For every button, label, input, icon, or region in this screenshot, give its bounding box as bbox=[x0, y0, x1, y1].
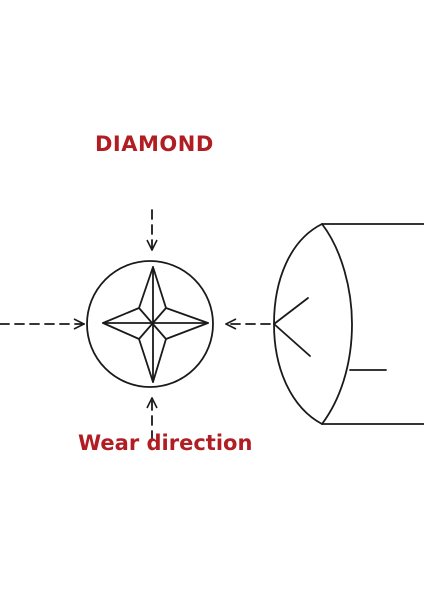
grit-circle bbox=[86, 260, 214, 388]
force-arrows bbox=[0, 209, 271, 441]
diamond-inner-facets bbox=[102, 266, 209, 383]
diamond-crystal-outline bbox=[102, 266, 209, 383]
diagram-caption: Wear direction bbox=[78, 431, 253, 455]
diagram-title: DIAMOND bbox=[95, 132, 214, 156]
tool-body bbox=[273, 223, 424, 425]
tool-face-curve bbox=[273, 223, 323, 425]
tool-face-inner-curve bbox=[321, 223, 353, 425]
